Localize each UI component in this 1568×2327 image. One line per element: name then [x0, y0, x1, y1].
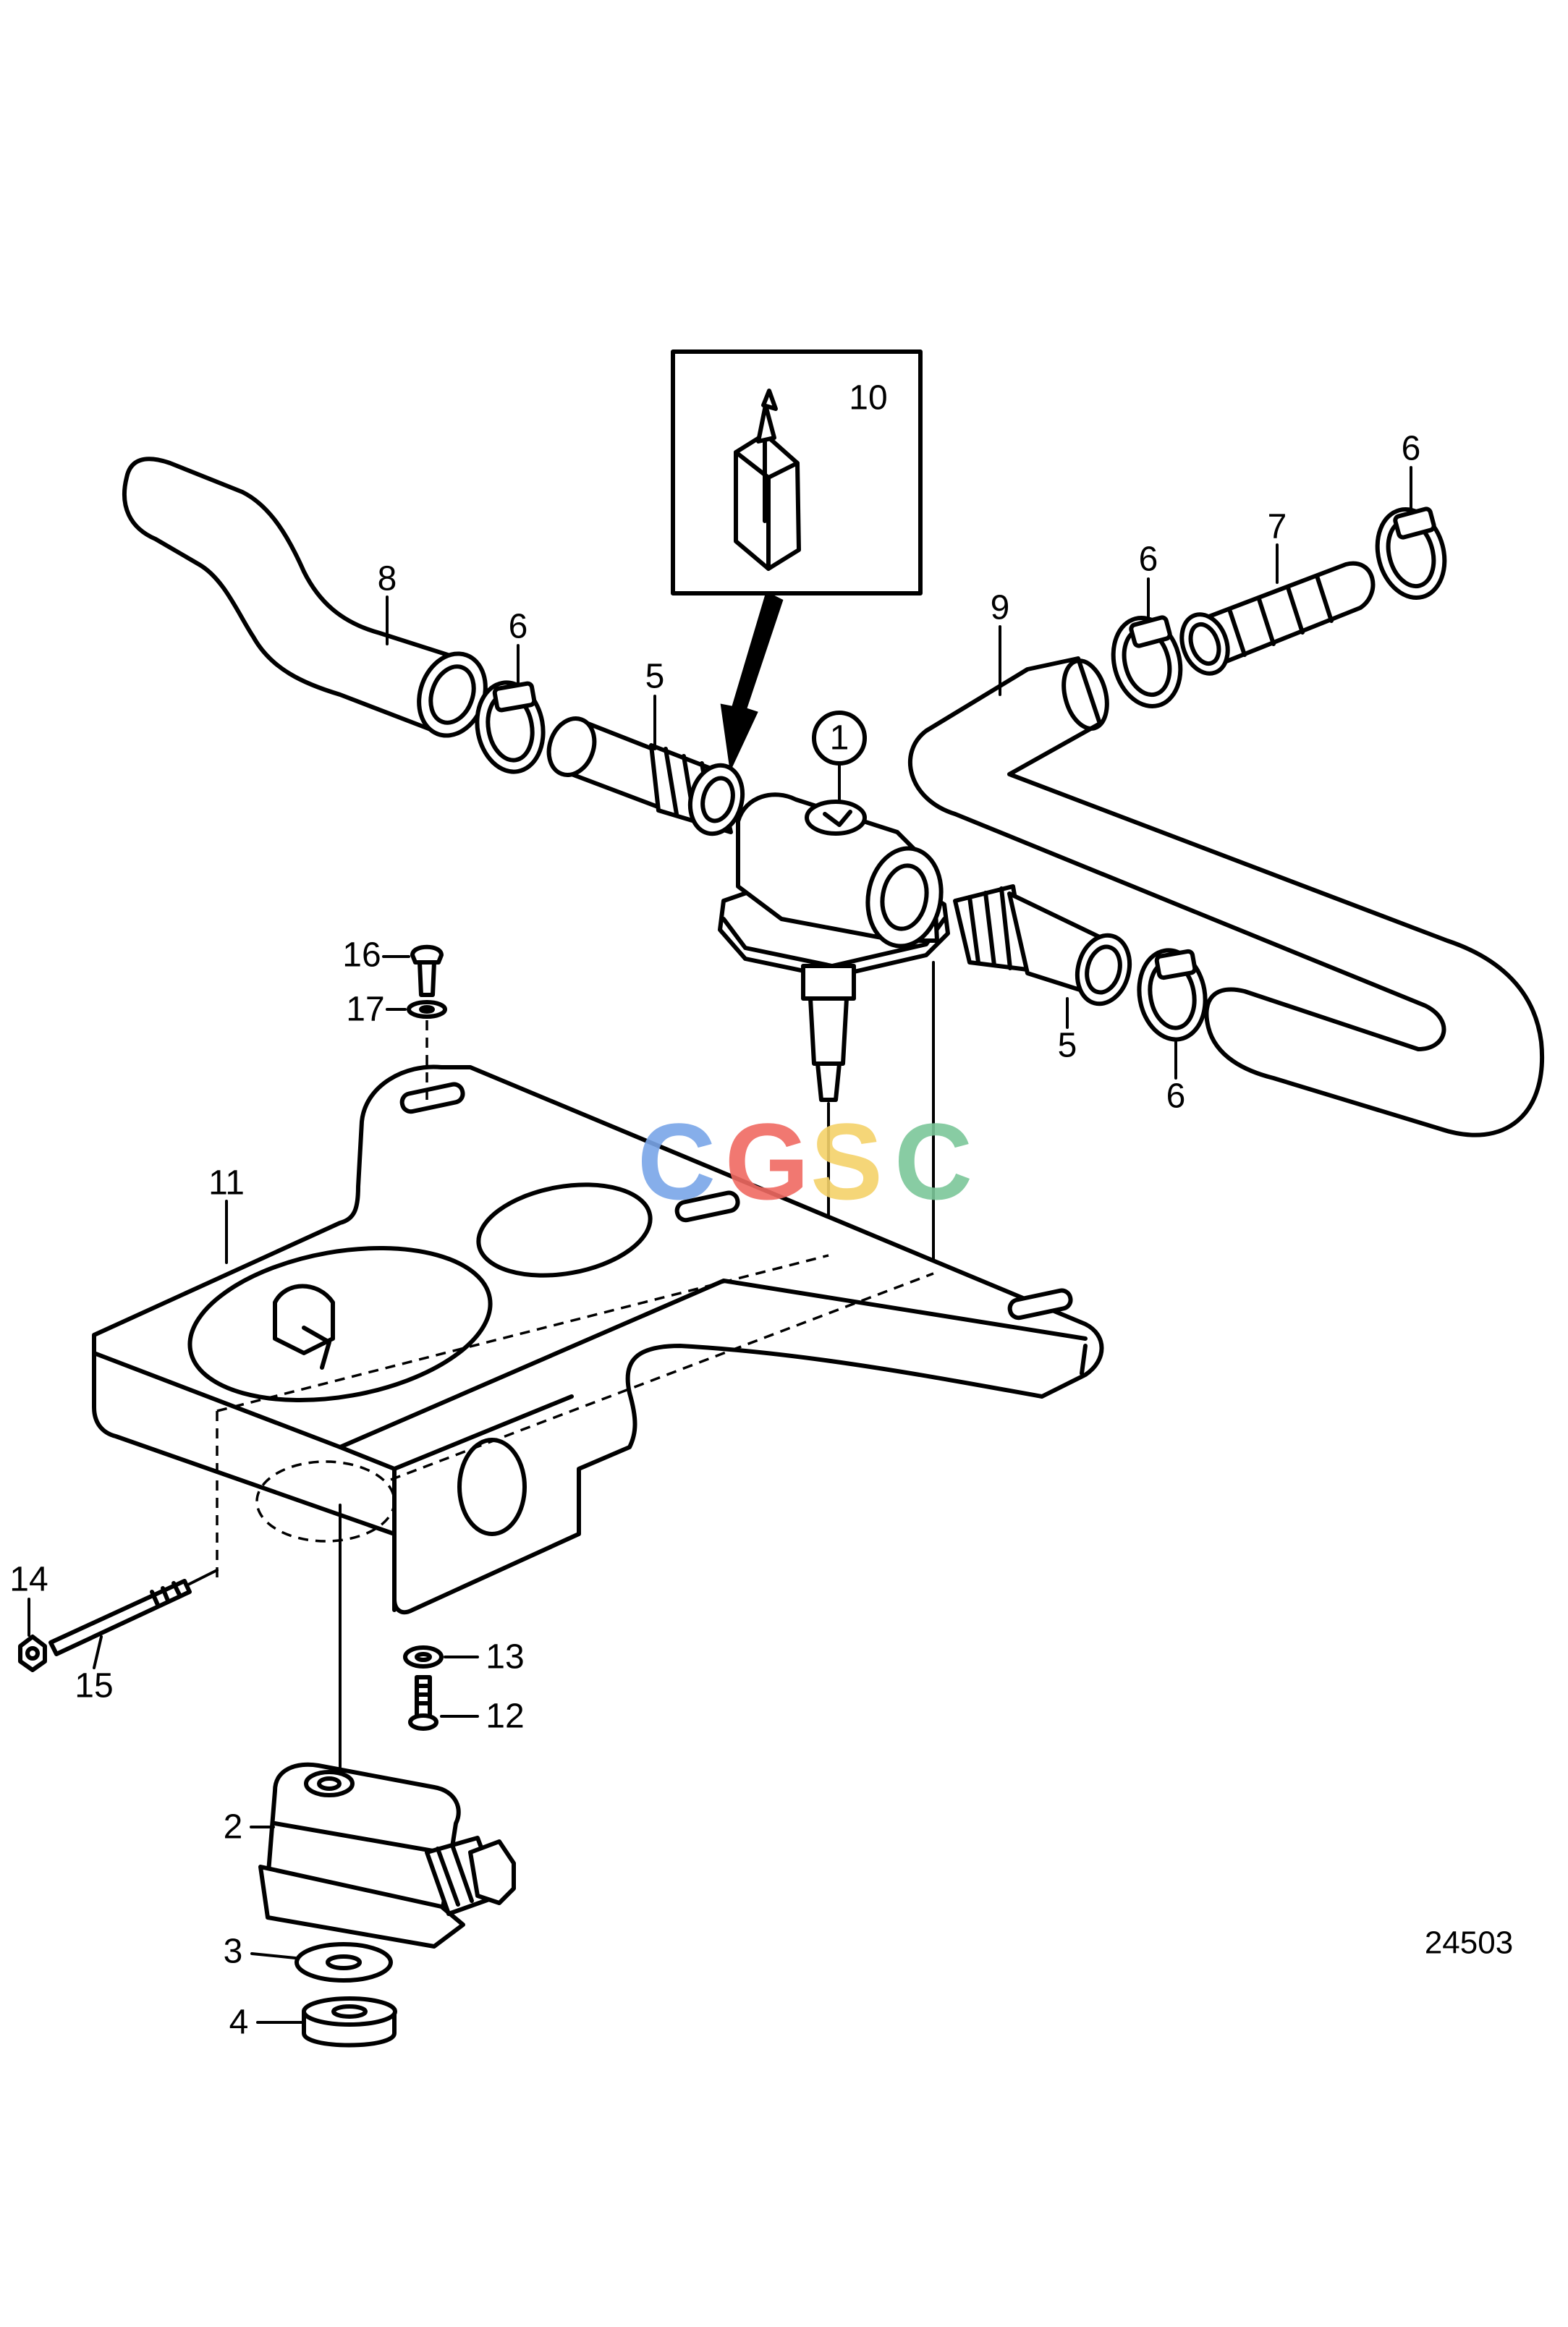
part-4-nut: 4: [229, 1996, 397, 2048]
part-6-clamp-b: 6: [1111, 541, 1183, 709]
label-17: 17: [346, 991, 384, 1029]
part-9-hose-right: 9: [907, 589, 1545, 1137]
part-14-nut: 14: [9, 1561, 48, 1672]
part-8-hose-left: 8: [122, 457, 488, 738]
part-2-sensor: 2: [224, 1504, 516, 1949]
sealant-bottle-icon: [734, 389, 801, 571]
sealant-frame: [671, 349, 923, 595]
label-6-c: 6: [1402, 430, 1421, 468]
part-6-clamp-d: 6: [1137, 948, 1208, 1116]
part-12-screw: 12: [408, 1675, 525, 1736]
label-3: 3: [224, 1933, 243, 1971]
part-7-hose-piece: 7: [1179, 508, 1376, 676]
application-arrow-icon: [720, 591, 784, 772]
label-14: 14: [9, 1561, 48, 1599]
part-17-washer: 17: [346, 991, 447, 1100]
part-6-clamp-a: 6: [475, 608, 546, 774]
label-6-b: 6: [1139, 541, 1158, 579]
label-1: 1: [830, 719, 849, 758]
part-16-screw: 16: [342, 936, 444, 997]
label-12: 12: [486, 1697, 524, 1736]
part-5-connector-left: 5: [546, 658, 745, 836]
part-15-stud: 15: [48, 1569, 219, 1705]
label-15: 15: [75, 1667, 113, 1705]
part-5-connector-right: 5: [953, 884, 1132, 1065]
label-6-d: 6: [1166, 1077, 1186, 1116]
label-9: 9: [991, 589, 1010, 627]
label-7: 7: [1268, 508, 1287, 546]
label-10: 10: [849, 379, 887, 417]
watermark-letter-c2: C: [894, 1101, 972, 1222]
part-13-washer: 13: [403, 1638, 525, 1677]
label-4: 4: [229, 2004, 249, 2042]
label-11: 11: [208, 1164, 245, 1203]
watermark-letter-g: G: [725, 1101, 810, 1222]
watermark-letter-c1: C: [637, 1101, 716, 1222]
label-5-a: 5: [645, 658, 665, 696]
cgsc-watermark: C G S C: [637, 1101, 972, 1222]
reference-number: 24503: [1425, 1925, 1513, 1961]
label-2: 2: [224, 1808, 243, 1847]
label-5-b: 5: [1058, 1027, 1077, 1065]
part-11-bracket: 11: [92, 1064, 1104, 1615]
label-16: 16: [342, 936, 381, 975]
label-8: 8: [378, 560, 397, 598]
watermark-letter-s: S: [810, 1101, 883, 1222]
part-1-valve: 1: [718, 711, 950, 1275]
label-6-a: 6: [509, 608, 528, 646]
part-3-washer: 3: [224, 1933, 393, 1983]
part-10-sealant-callout: 10: [671, 349, 923, 772]
label-13: 13: [486, 1638, 524, 1677]
part-6-clamp-c: 6: [1375, 430, 1447, 601]
